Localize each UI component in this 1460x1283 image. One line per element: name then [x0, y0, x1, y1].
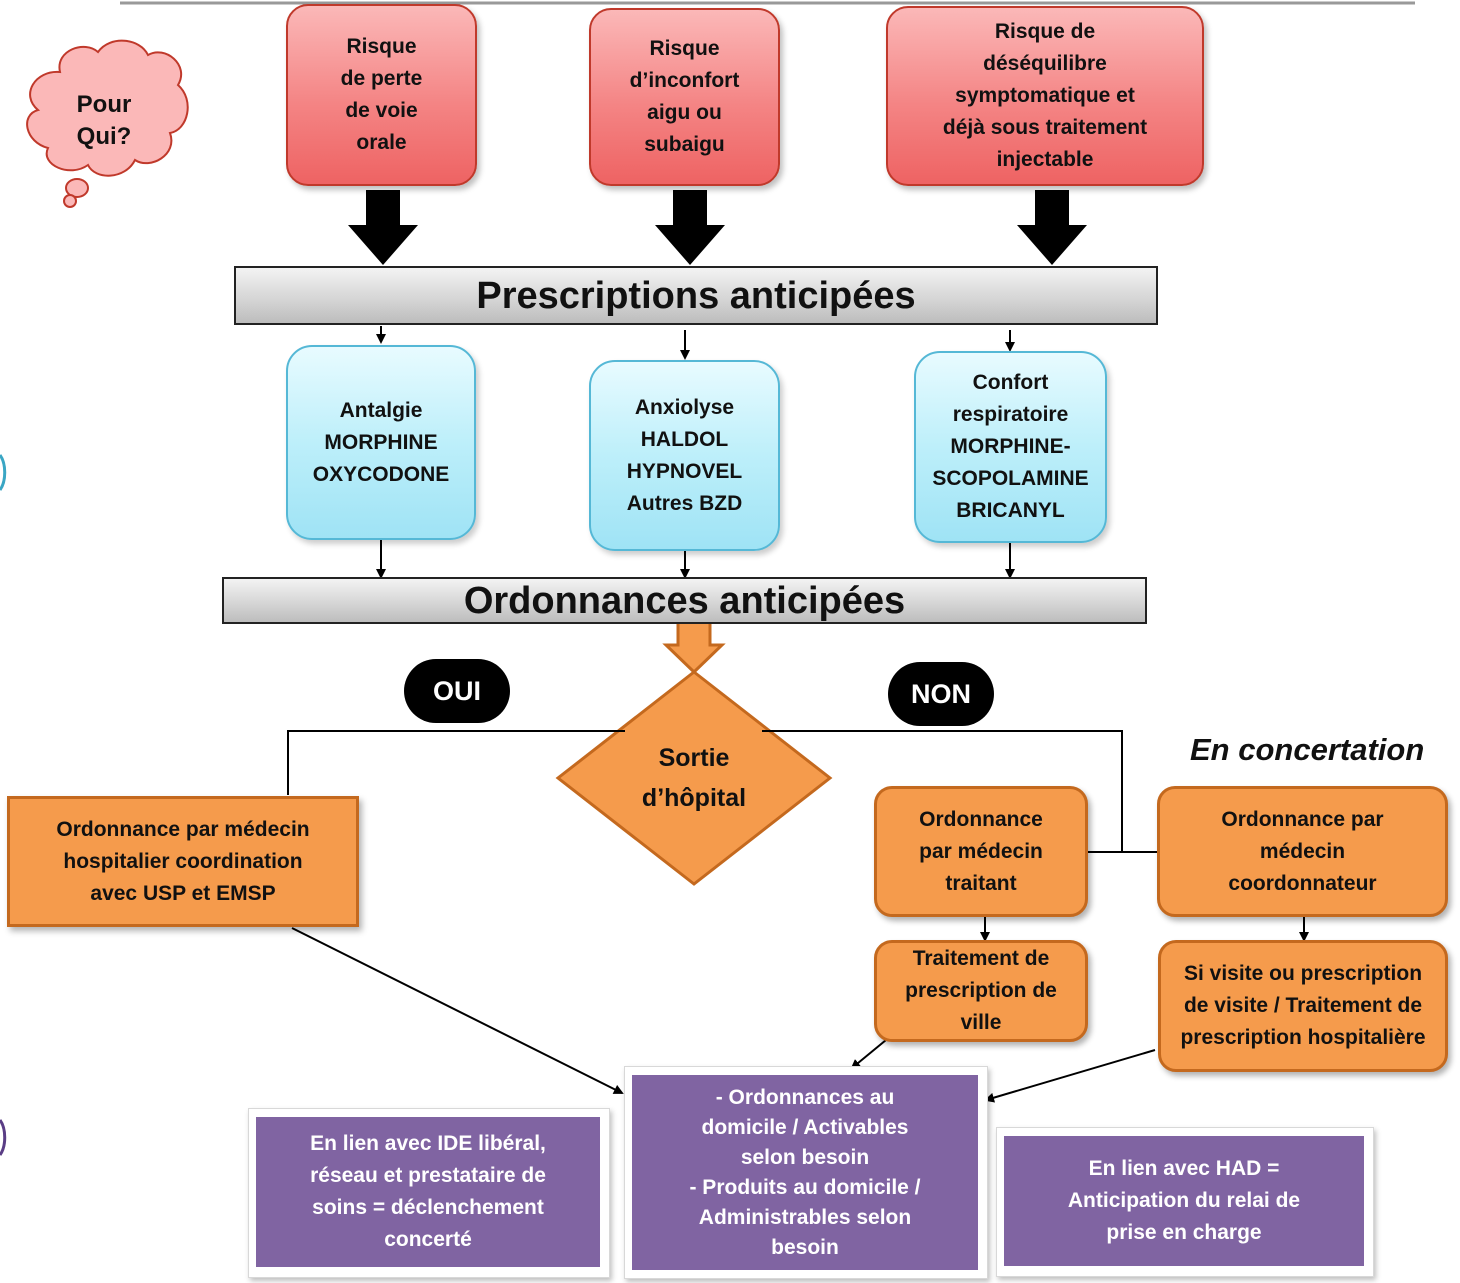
orange-line: de visite / Traitement de: [1183, 994, 1423, 1017]
oui-label: OUI: [432, 675, 481, 706]
purple-line: concerté: [384, 1228, 472, 1251]
thick-arrow-1: [348, 190, 418, 265]
risk-box-desequilibre: Risque de déséquilibre symptomatique et …: [886, 6, 1204, 186]
medication-line: HALDOL: [640, 427, 729, 451]
oui-pill: OUI: [404, 659, 510, 723]
orange-line: prescription hospitalière: [1180, 1026, 1426, 1049]
orange-line: traitant: [945, 871, 1017, 895]
side-arc-blue: [0, 454, 7, 491]
decision-line: Sortie: [658, 744, 730, 772]
ordonnances-title: Ordonnances anticipées: [463, 579, 906, 622]
cloud-line: Pour: [76, 91, 132, 118]
medication-line: Anxiolyse: [634, 395, 735, 419]
cloud-text: Pour Qui?: [64, 89, 144, 153]
ordonnances-band: Ordonnances anticipées: [222, 577, 1147, 624]
risk-box-inconfort: Risque d’inconfort aigu ou subaigu: [589, 8, 780, 186]
risk-line: Risque: [649, 37, 720, 60]
risk-line: Risque: [346, 35, 417, 58]
thick-arrow-3: [1017, 190, 1087, 265]
non-pill: NON: [888, 662, 994, 726]
medication-line: BRICANYL: [956, 499, 1065, 522]
risk-line: déjà sous traitement: [942, 116, 1148, 139]
orange-line: avec USP et EMSP: [90, 881, 276, 905]
medication-line: MORPHINE: [324, 430, 438, 454]
risk-line: symptomatique et: [955, 84, 1135, 107]
concertation-label: En concertation: [1190, 732, 1425, 767]
medication-line: SCOPOLAMINE: [932, 467, 1089, 490]
purple-line: - Produits au domicile /: [689, 1175, 921, 1199]
purple-line: - Ordonnances au: [715, 1085, 895, 1109]
thick-arrow-2: [655, 190, 725, 265]
risk-line: subaigu: [644, 133, 725, 156]
connector-lines: [287, 730, 1309, 1103]
purple-line: En lien avec IDE libéral,: [310, 1132, 546, 1155]
prescriptions-title: Prescriptions anticipées: [476, 274, 916, 317]
decision-text: Sortie d’hôpital: [598, 733, 790, 823]
orange-line: ville: [960, 1011, 1002, 1034]
thought-cloud: [26, 39, 189, 208]
medication-box-antalgie: Antalgie MORPHINE OXYCODONE: [286, 345, 476, 540]
orange-line: médecin: [1259, 839, 1346, 863]
thin-arrows-to-meds: [376, 326, 1015, 579]
side-arc-purple: [0, 1119, 7, 1156]
purple-line: En lien avec HAD =: [1088, 1157, 1280, 1180]
risk-line: de voie: [345, 99, 418, 122]
medication-box-anxiolyse: Anxiolyse HALDOL HYPNOVEL Autres BZD: [589, 360, 780, 551]
hollow-down-arrow: [662, 619, 726, 675]
medication-line: HYPNOVEL: [626, 459, 743, 483]
decision-diamond: [555, 670, 833, 886]
medication-line: Confort: [972, 371, 1049, 394]
risk-line: orale: [356, 131, 407, 154]
orange-line: Ordonnance par médecin: [56, 817, 310, 841]
orange-line: prescription de: [905, 979, 1057, 1002]
purple-line: prise en charge: [1106, 1221, 1262, 1244]
risk-line: de perte: [340, 67, 423, 90]
orange-line: Ordonnance par: [1221, 807, 1384, 831]
decision-line: d’hôpital: [641, 784, 747, 812]
coordinator-doctor-box: Ordonnance par médecin coordonnateur: [1157, 786, 1448, 917]
orange-line: Si visite ou prescription: [1183, 962, 1423, 985]
cloud-line: Qui?: [76, 123, 132, 150]
orange-line: hospitalier coordination: [63, 849, 303, 873]
risk-arrows: [348, 190, 1087, 265]
purple-line: domicile / Activables: [701, 1115, 909, 1139]
risk-box-voie-orale: Risque de perte de voie orale: [286, 4, 477, 186]
prescriptions-band: Prescriptions anticipées: [234, 266, 1158, 325]
purple-line: réseau et prestataire de: [310, 1164, 546, 1187]
purple-line: Anticipation du relai de: [1067, 1189, 1301, 1212]
center-purple-box: - Ordonnances au domicile / Activables s…: [632, 1075, 978, 1270]
medication-line: MORPHINE-: [950, 435, 1071, 458]
medication-line: Autres BZD: [626, 491, 743, 515]
orange-line: par médecin: [919, 839, 1043, 863]
risk-line: injectable: [996, 148, 1094, 171]
orange-line: Traitement de: [912, 947, 1050, 970]
purple-line: soins = déclenchement: [312, 1196, 544, 1219]
non-label: NON: [911, 678, 971, 709]
medication-box-confort: Confort respiratoire MORPHINE- SCOPOLAMI…: [914, 351, 1107, 543]
purple-line: selon besoin: [740, 1145, 870, 1169]
risk-line: Risque de: [994, 20, 1096, 43]
purple-line: Administrables selon: [698, 1205, 912, 1229]
risk-line: d’inconfort: [629, 69, 740, 92]
visit-prescription-box: Si visite ou prescription de visite / Tr…: [1158, 940, 1448, 1072]
orange-line: Ordonnance: [919, 807, 1043, 831]
medication-line: OXYCODONE: [312, 462, 450, 486]
risk-line: déséquilibre: [983, 52, 1107, 75]
orange-line: coordonnateur: [1228, 871, 1377, 895]
right-purple-box: En lien avec HAD = Anticipation du relai…: [1004, 1136, 1364, 1266]
medication-line: respiratoire: [952, 403, 1069, 426]
treating-doctor-box: Ordonnance par médecin traitant: [874, 786, 1088, 917]
left-purple-box: En lien avec IDE libéral, réseau et pres…: [256, 1117, 600, 1267]
hospital-doctor-box: Ordonnance par médecin hospitalier coord…: [7, 796, 359, 927]
city-prescription-box: Traitement de prescription de ville: [874, 940, 1088, 1042]
risk-line: aigu ou: [647, 101, 722, 124]
medication-line: Antalgie: [339, 398, 423, 422]
purple-line: besoin: [771, 1235, 839, 1259]
